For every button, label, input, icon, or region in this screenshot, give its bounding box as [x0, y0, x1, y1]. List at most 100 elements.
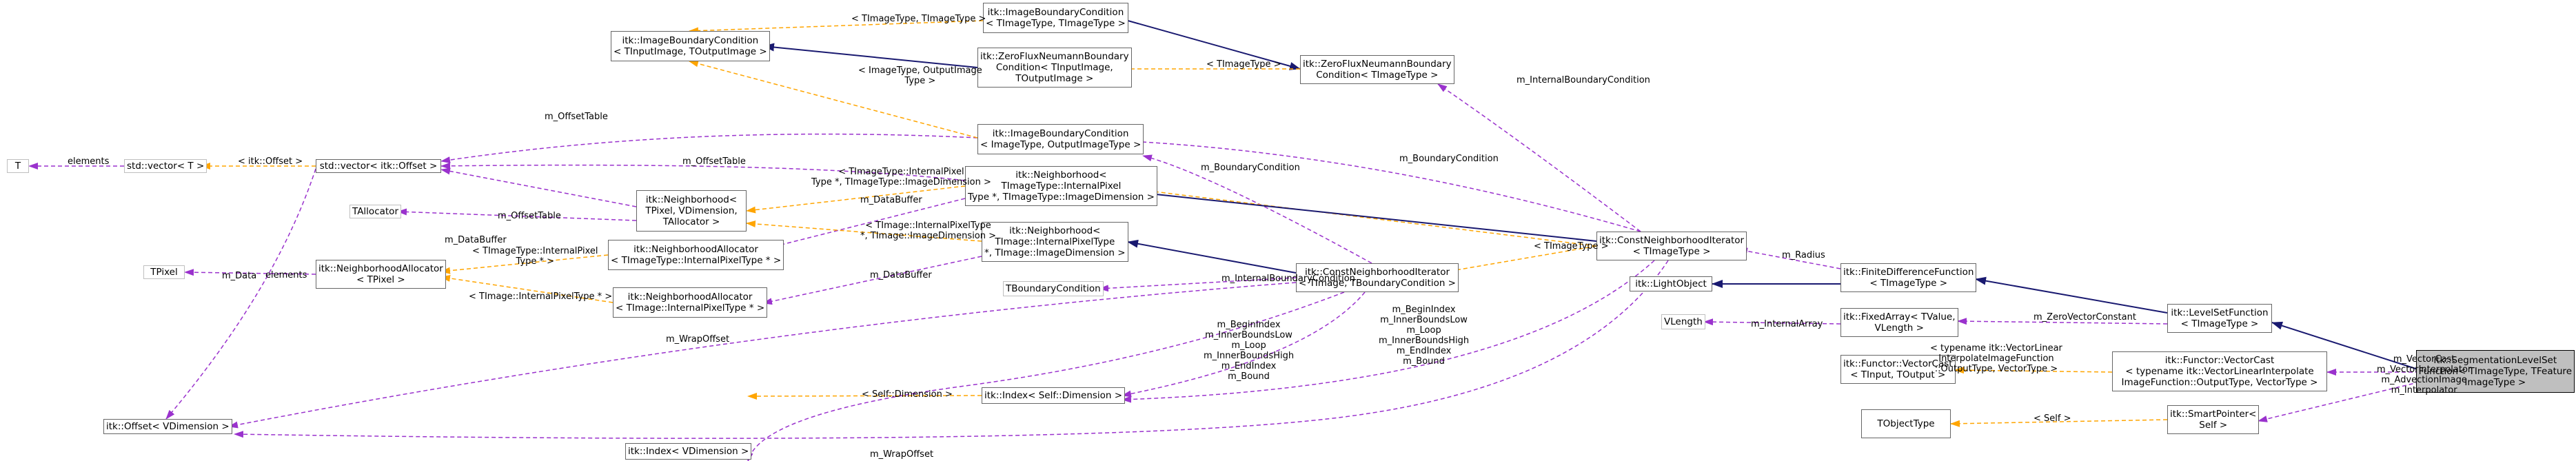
- class-node-line: itk::SegmentationLevelSet: [2433, 355, 2557, 366]
- edge-label-line: m_InnerBoundsHigh: [1379, 336, 1470, 346]
- class-node-tpixel[interactable]: TPixel: [143, 265, 185, 279]
- class-node-functor-vectorcast[interactable]: itk::Functor::VectorCast< typename itk::…: [2112, 351, 2327, 391]
- class-node-neighborhood-alloc-internal[interactable]: itk::NeighborhoodAllocator< TImage::Inte…: [613, 287, 768, 318]
- class-node-neighborhood-alloc-tpixel[interactable]: itk::NeighborhoodAllocator< TPixel >: [316, 260, 446, 289]
- usage-edge-25: [1437, 83, 1641, 232]
- class-node-neighborhood-tpixel[interactable]: itk::Neighborhood<TPixel, VDimension,TAl…: [636, 190, 747, 232]
- class-node-itk-offset[interactable]: itk::Offset< VDimension >: [103, 419, 232, 434]
- class-node-light-object[interactable]: itk::LightObject: [1630, 276, 1712, 291]
- edge-label-line: m_BeginIndex: [1217, 320, 1281, 330]
- class-node-line: Type *, TImageType::ImageDimension >: [968, 192, 1155, 203]
- class-node-line: itk::LightObject: [1635, 278, 1707, 289]
- edge-label-m-offsettable-1: m_OffsetTable: [545, 112, 608, 122]
- class-node-tobjecttype[interactable]: TObjectType: [1861, 409, 1951, 438]
- template-edge-8: [440, 274, 613, 303]
- class-node-t[interactable]: T: [7, 159, 29, 173]
- edge-label-line: m_AdvectionImage: [2381, 375, 2467, 385]
- usage-edge-14: [228, 282, 1297, 429]
- template-edge-30: [1142, 187, 1597, 247]
- class-node-line: itk::ConstNeighborhoodIterator: [1304, 267, 1450, 278]
- edge-label-m-radius: m_Radius: [1782, 250, 1825, 260]
- edge-label-line: m_EndIndex: [1221, 361, 1277, 371]
- class-node-line: std::vector< itk::Offset >: [319, 161, 438, 172]
- edge-label-line: m_InnerBoundsLow: [1380, 315, 1468, 325]
- inherit-edge-36: [1975, 276, 2168, 314]
- edge-label-line: InterpolateImageFunction: [1938, 354, 2054, 364]
- edge-label-line: m_Bound: [1228, 371, 1270, 382]
- edge-label-timagetype-tpl-1: < TImageType >: [1206, 59, 1281, 70]
- edge-label-self-tpl: < Self >: [2034, 413, 2071, 424]
- edge-label-line: m_Radius: [1782, 250, 1825, 260]
- class-node-functor-vectorcast-generic[interactable]: itk::Functor::VectorCast< TInput, TOutpu…: [1840, 355, 1956, 384]
- class-node-image-bc-tinput[interactable]: itk::ImageBoundaryCondition< TInputImage…: [611, 31, 770, 61]
- class-node-line: itk::ImageBoundaryCondition: [987, 7, 1124, 18]
- usage-edge-13: [165, 168, 316, 420]
- inherit-edge-32: [1142, 189, 1597, 242]
- class-node-image-bc-timage[interactable]: itk::ImageBoundaryCondition< TImageType,…: [983, 3, 1128, 33]
- class-node-line: itk::SmartPointer<: [2170, 409, 2257, 420]
- class-node-std-vector-offset[interactable]: std::vector< itk::Offset >: [316, 159, 441, 173]
- class-node-itk-index-self[interactable]: itk::Index< Self::Dimension >: [982, 387, 1126, 404]
- class-node-std-vector-t[interactable]: std::vector< T >: [124, 159, 207, 173]
- edge-label-m-offsettable-3: m_OffsetTable: [498, 211, 561, 221]
- class-node-fixed-array[interactable]: itk::FixedArray< TValue,VLength >: [1840, 308, 1958, 337]
- usage-edge-9: [767, 198, 966, 249]
- usage-edge-26: [1130, 138, 1641, 232]
- class-node-smartpointer-self[interactable]: itk::SmartPointer<Self >: [2167, 405, 2260, 434]
- edge-label-m-databuffer-2: m_DataBuffer: [860, 195, 922, 205]
- edge-label-line: Type * >: [516, 256, 554, 267]
- edge-label-tpixel-tpl-2: < TImage::InternalPixelType * >: [469, 291, 612, 302]
- class-node-line: itk::Index< Self::Dimension >: [984, 390, 1123, 401]
- edge-label-line: m_Data: [222, 271, 257, 281]
- edge-label-itk-offset-tpl: < itk::Offset >: [238, 156, 303, 167]
- class-node-level-set-function[interactable]: itk::LevelSetFunction< TImageType >: [2167, 304, 2272, 333]
- edge-label-elements-t: elements: [68, 156, 109, 167]
- class-node-line: itk::ImageBoundaryCondition: [622, 35, 759, 46]
- edge-label-line: m_Loop: [1231, 340, 1266, 351]
- class-node-line: itk::ImageBoundaryCondition: [992, 128, 1129, 139]
- template-edge-22: [689, 20, 984, 34]
- edge-label-line: m_EndIndex: [1396, 346, 1452, 356]
- class-node-const-nit-timagetype[interactable]: itk::ConstNeighborhoodIterator< TImageTy…: [1596, 232, 1747, 260]
- class-node-line: TAllocator: [352, 206, 398, 217]
- edge-label-line: m_BoundaryCondition: [1399, 154, 1499, 164]
- edge-label-line: < TImage::InternalPixelType: [865, 221, 991, 231]
- edge-label-line: m_ZeroVectorConstant: [2034, 312, 2136, 322]
- edge-layer: [28, 17, 2427, 461]
- class-node-line: Self >: [2199, 420, 2228, 431]
- class-node-tallocator[interactable]: TAllocator: [349, 205, 401, 218]
- edge-label-timage-tpl-top: < TImageType, TImageType >: [851, 14, 986, 24]
- edge-label-line: < Self::Dimension >: [862, 389, 953, 400]
- edge-label-m-databuffer-3: m_DataBuffer: [870, 270, 932, 280]
- class-node-tboundarycondition[interactable]: TBoundaryCondition: [1003, 281, 1104, 296]
- template-edge-24: [689, 60, 978, 139]
- edge-label-line: < TImageType >: [1206, 59, 1281, 70]
- edge-label-m-offsettable-2: m_OffsetTable: [682, 156, 746, 167]
- class-node-line: < TImageType::InternalPixelType * >: [611, 255, 782, 266]
- class-node-itk-index-vdim[interactable]: itk::Index< VDimension >: [625, 443, 752, 460]
- class-node-finite-diff[interactable]: itk::FiniteDifferenceFunction< TImageTyp…: [1840, 263, 1977, 292]
- class-node-neighborhood-alloc-internal-ptr[interactable]: itk::NeighborhoodAllocator< TImageType::…: [608, 240, 784, 270]
- class-node-neighborhood-timagetype[interactable]: itk::Neighborhood<TImageType::InternalPi…: [965, 166, 1157, 206]
- usage-edge-34: [1738, 247, 1841, 269]
- class-node-image-bc-output[interactable]: itk::ImageBoundaryCondition< ImageType, …: [977, 124, 1144, 154]
- class-node-line: VLength >: [1874, 322, 1924, 334]
- class-node-line: ImageType >: [2464, 377, 2526, 388]
- class-node-line: itk::Functor::VectorCast: [2164, 355, 2275, 366]
- edge-label-line: m_InternalBoundaryCondition: [1221, 274, 1355, 284]
- class-node-neighborhood-timage[interactable]: itk::Neighborhood<TImage::InternalPixelT…: [982, 222, 1128, 262]
- edge-label-line: < TImageType::InternalPixel: [472, 246, 598, 256]
- edge-label-line: m_OffsetTable: [682, 156, 746, 167]
- class-node-vlength[interactable]: VLength: [1661, 314, 1705, 329]
- edge-label-line: m_DataBuffer: [445, 235, 507, 245]
- class-node-line: < TImageType, TImageType >: [986, 18, 1126, 29]
- class-node-const-nit-timage[interactable]: itk::ConstNeighborhoodIterator< TImage, …: [1296, 263, 1459, 292]
- class-node-line: < typename itk::VectorLinearInterpolate: [2125, 366, 2314, 377]
